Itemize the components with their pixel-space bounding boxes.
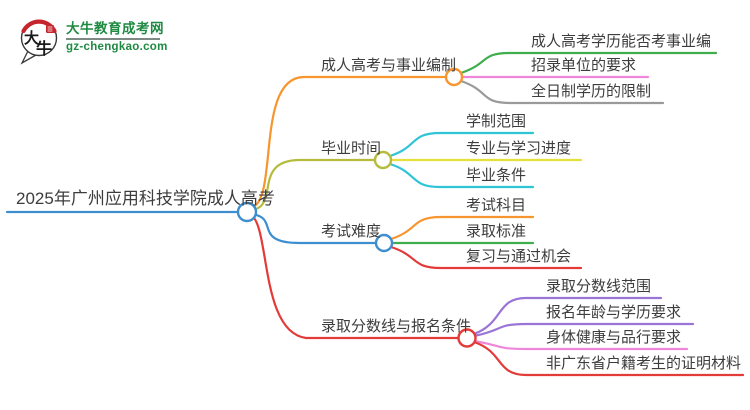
subtopic-1-3-connector — [459, 79, 665, 105]
subtopic-1-3-label: 全日制学历的限制 — [531, 83, 652, 100]
logo-bubble-icon: 大 牛 — [20, 19, 58, 65]
subtopic-3-1-label: 考试科目 — [466, 197, 527, 214]
logo-divider — [66, 38, 160, 40]
subtopic-2-1-connector — [388, 131, 535, 158]
subtopic-2-1-label: 学制范围 — [466, 113, 527, 130]
branch-1-circle — [444, 67, 464, 87]
subtopic-3-3-label: 复习与通过机会 — [466, 248, 572, 265]
branch-2-label: 毕业时间 — [321, 140, 382, 157]
subtopic-3-1-connector — [389, 215, 535, 241]
subtopic-4-2-label: 报名年龄与学历要求 — [546, 304, 682, 321]
logo-seal-mark — [47, 26, 53, 32]
branch-1-label: 成人高考与事业编制 — [321, 57, 457, 74]
site-logo: 大 牛 大牛教育成考网 gz-chengkao.com — [18, 17, 168, 65]
branch-4-circle — [457, 328, 477, 348]
subtopic-4-3-label: 身体健康与品行要求 — [546, 329, 682, 346]
branch-1-connector — [251, 75, 448, 209]
root-node-circle — [236, 201, 258, 223]
site-url: gz-chengkao.com — [66, 41, 168, 53]
branch-3-connector — [250, 212, 378, 245]
logo-char-niu: 牛 — [36, 39, 52, 58]
subtopic-4-3-connector — [472, 339, 689, 351]
subtopic-1-2-label: 招录单位的要求 — [531, 57, 637, 74]
branch-4-label: 录取分数线与报名条件 — [321, 318, 472, 335]
subtopic-2-2-label: 专业与学习进度 — [466, 140, 572, 157]
subtopic-3-2-label: 录取标准 — [466, 223, 527, 240]
branch-2-connector — [250, 158, 377, 212]
branch-2-circle — [373, 150, 393, 170]
subtopic-2-3-label: 毕业条件 — [466, 167, 527, 184]
root-node-label: 2025年广州应用科技学院成人高考 — [16, 189, 275, 208]
subtopic-4-4-connector — [472, 340, 745, 377]
subtopic-2-3-connector — [388, 162, 535, 189]
subtopic-4-1-label: 录取分数线范围 — [546, 278, 652, 295]
branch-4-connector — [249, 213, 460, 340]
subtopic-4-2-connector — [472, 322, 695, 338]
branch-3-label: 考试难度 — [321, 223, 382, 240]
subtopic-4-1-connector — [472, 296, 663, 336]
branch-3-circle — [374, 233, 394, 253]
subtopic-1-1-label: 成人高考学历能否考事业编 — [531, 33, 712, 50]
subtopic-4-4-label: 非广东省户籍考生的证明材料 — [546, 355, 742, 372]
logo-char-da: 大 — [24, 29, 39, 47]
subtopic-1-1-connector — [459, 51, 718, 75]
subtopic-3-3-connector — [389, 245, 583, 270]
site-name: 大牛教育成考网 — [66, 21, 164, 36]
